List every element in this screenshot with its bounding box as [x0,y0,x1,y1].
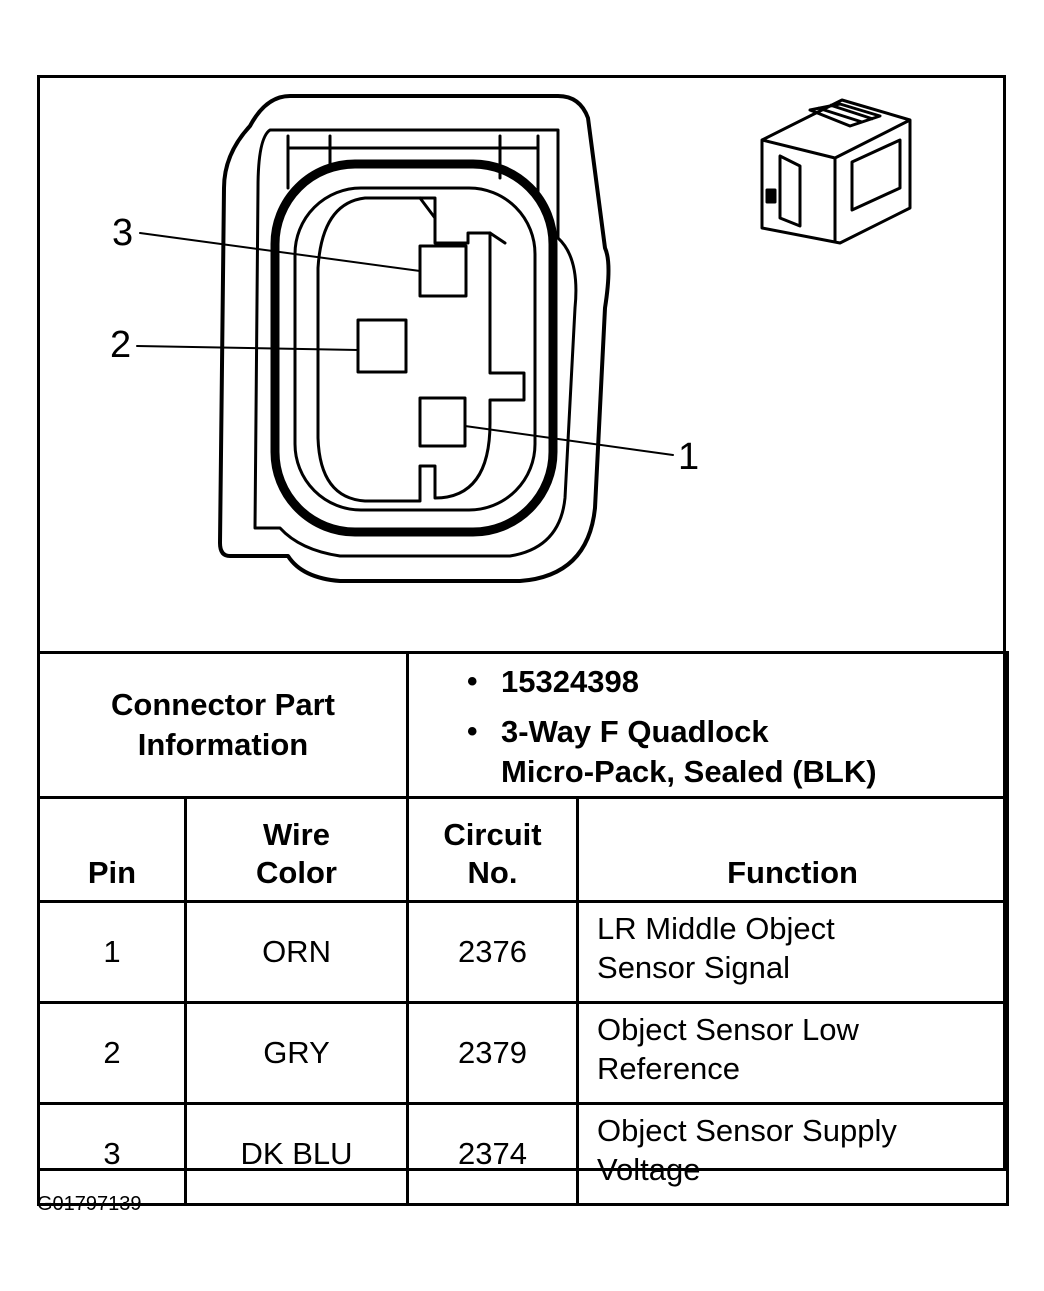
pin-1-cavity [418,396,467,448]
pin-header: Pin [37,796,187,903]
pin-3-callout: 3 [112,212,134,254]
table-row: 2 GRY 2379 Object Sensor Low Reference [37,1001,1010,1105]
part-description-line1: 3-Way F Quadlock [501,714,769,749]
connector-face-diagram: 3 2 1 [40,78,1003,653]
pin-cell: 2 [37,1001,187,1105]
wire-color-cell: ORN [183,900,410,1004]
part-info-label: Connector Part Information [36,651,410,799]
function-header: Function [576,796,1010,903]
connector-drawing [136,94,912,583]
wire-color-header: Wire Color [183,796,410,903]
connector-info-table: Connector Part Information • 15324398 • … [36,651,1010,1206]
housing-outer [218,94,611,583]
function-cell: Object Sensor Supply Voltage [576,1102,1010,1206]
circuit-cell: 2379 [406,1001,580,1105]
connector-figure-frame: 3 2 1 Connector Part Information • 15324… [36,75,1010,1206]
circuit-cell: 2374 [406,1102,580,1206]
circuit-cell: 2376 [406,900,580,1004]
part-number-item: • 15324398 [467,662,1006,702]
wire-color-cell: GRY [183,1001,410,1105]
table-row: 1 ORN 2376 LR Middle Object Sensor Signa… [37,900,1010,1004]
part-info-label-line1: Connector Part [111,687,335,722]
pin-cell: 1 [37,900,187,1004]
table-header-row: Pin Wire Color Circuit No. Function [37,796,1010,903]
pin-3-cavity [418,244,468,298]
housing-inner [253,128,578,558]
part-info-label-line2: Information [137,727,309,762]
pin-2-callout: 2 [110,324,132,366]
wire-color-cell: DK BLU [183,1102,410,1206]
part-info-details: • 15324398 • 3-Way F Quadlock Micro-Pack… [406,651,1010,799]
circuit-header: Circuit No. [406,796,580,903]
part-description-line2: Micro-Pack, Sealed (BLK) [501,754,877,789]
pin-2-leader [136,345,359,351]
bullet-icon: • [467,715,478,748]
bullet-icon: • [467,665,478,698]
pin-cell: 3 [37,1102,187,1206]
part-description-item: • 3-Way F Quadlock Micro-Pack, Sealed (B… [467,712,1006,792]
pin-3-leader [139,232,421,272]
table-row: 3 DK BLU 2374 Object Sensor Supply Volta… [37,1102,1010,1206]
pin-2-cavity [356,318,408,374]
connector-iso-icon [760,98,912,245]
function-cell: Object Sensor Low Reference [576,1001,1010,1105]
part-info-row: Connector Part Information • 15324398 • … [36,651,1010,799]
function-cell: LR Middle Object Sensor Signal [576,900,1010,1004]
pin-1-leader [464,425,674,456]
part-number: 15324398 [501,664,639,699]
figure-id: G01797139 [37,1193,142,1215]
cavity-body [316,196,526,503]
pin-1-callout: 1 [678,436,700,478]
